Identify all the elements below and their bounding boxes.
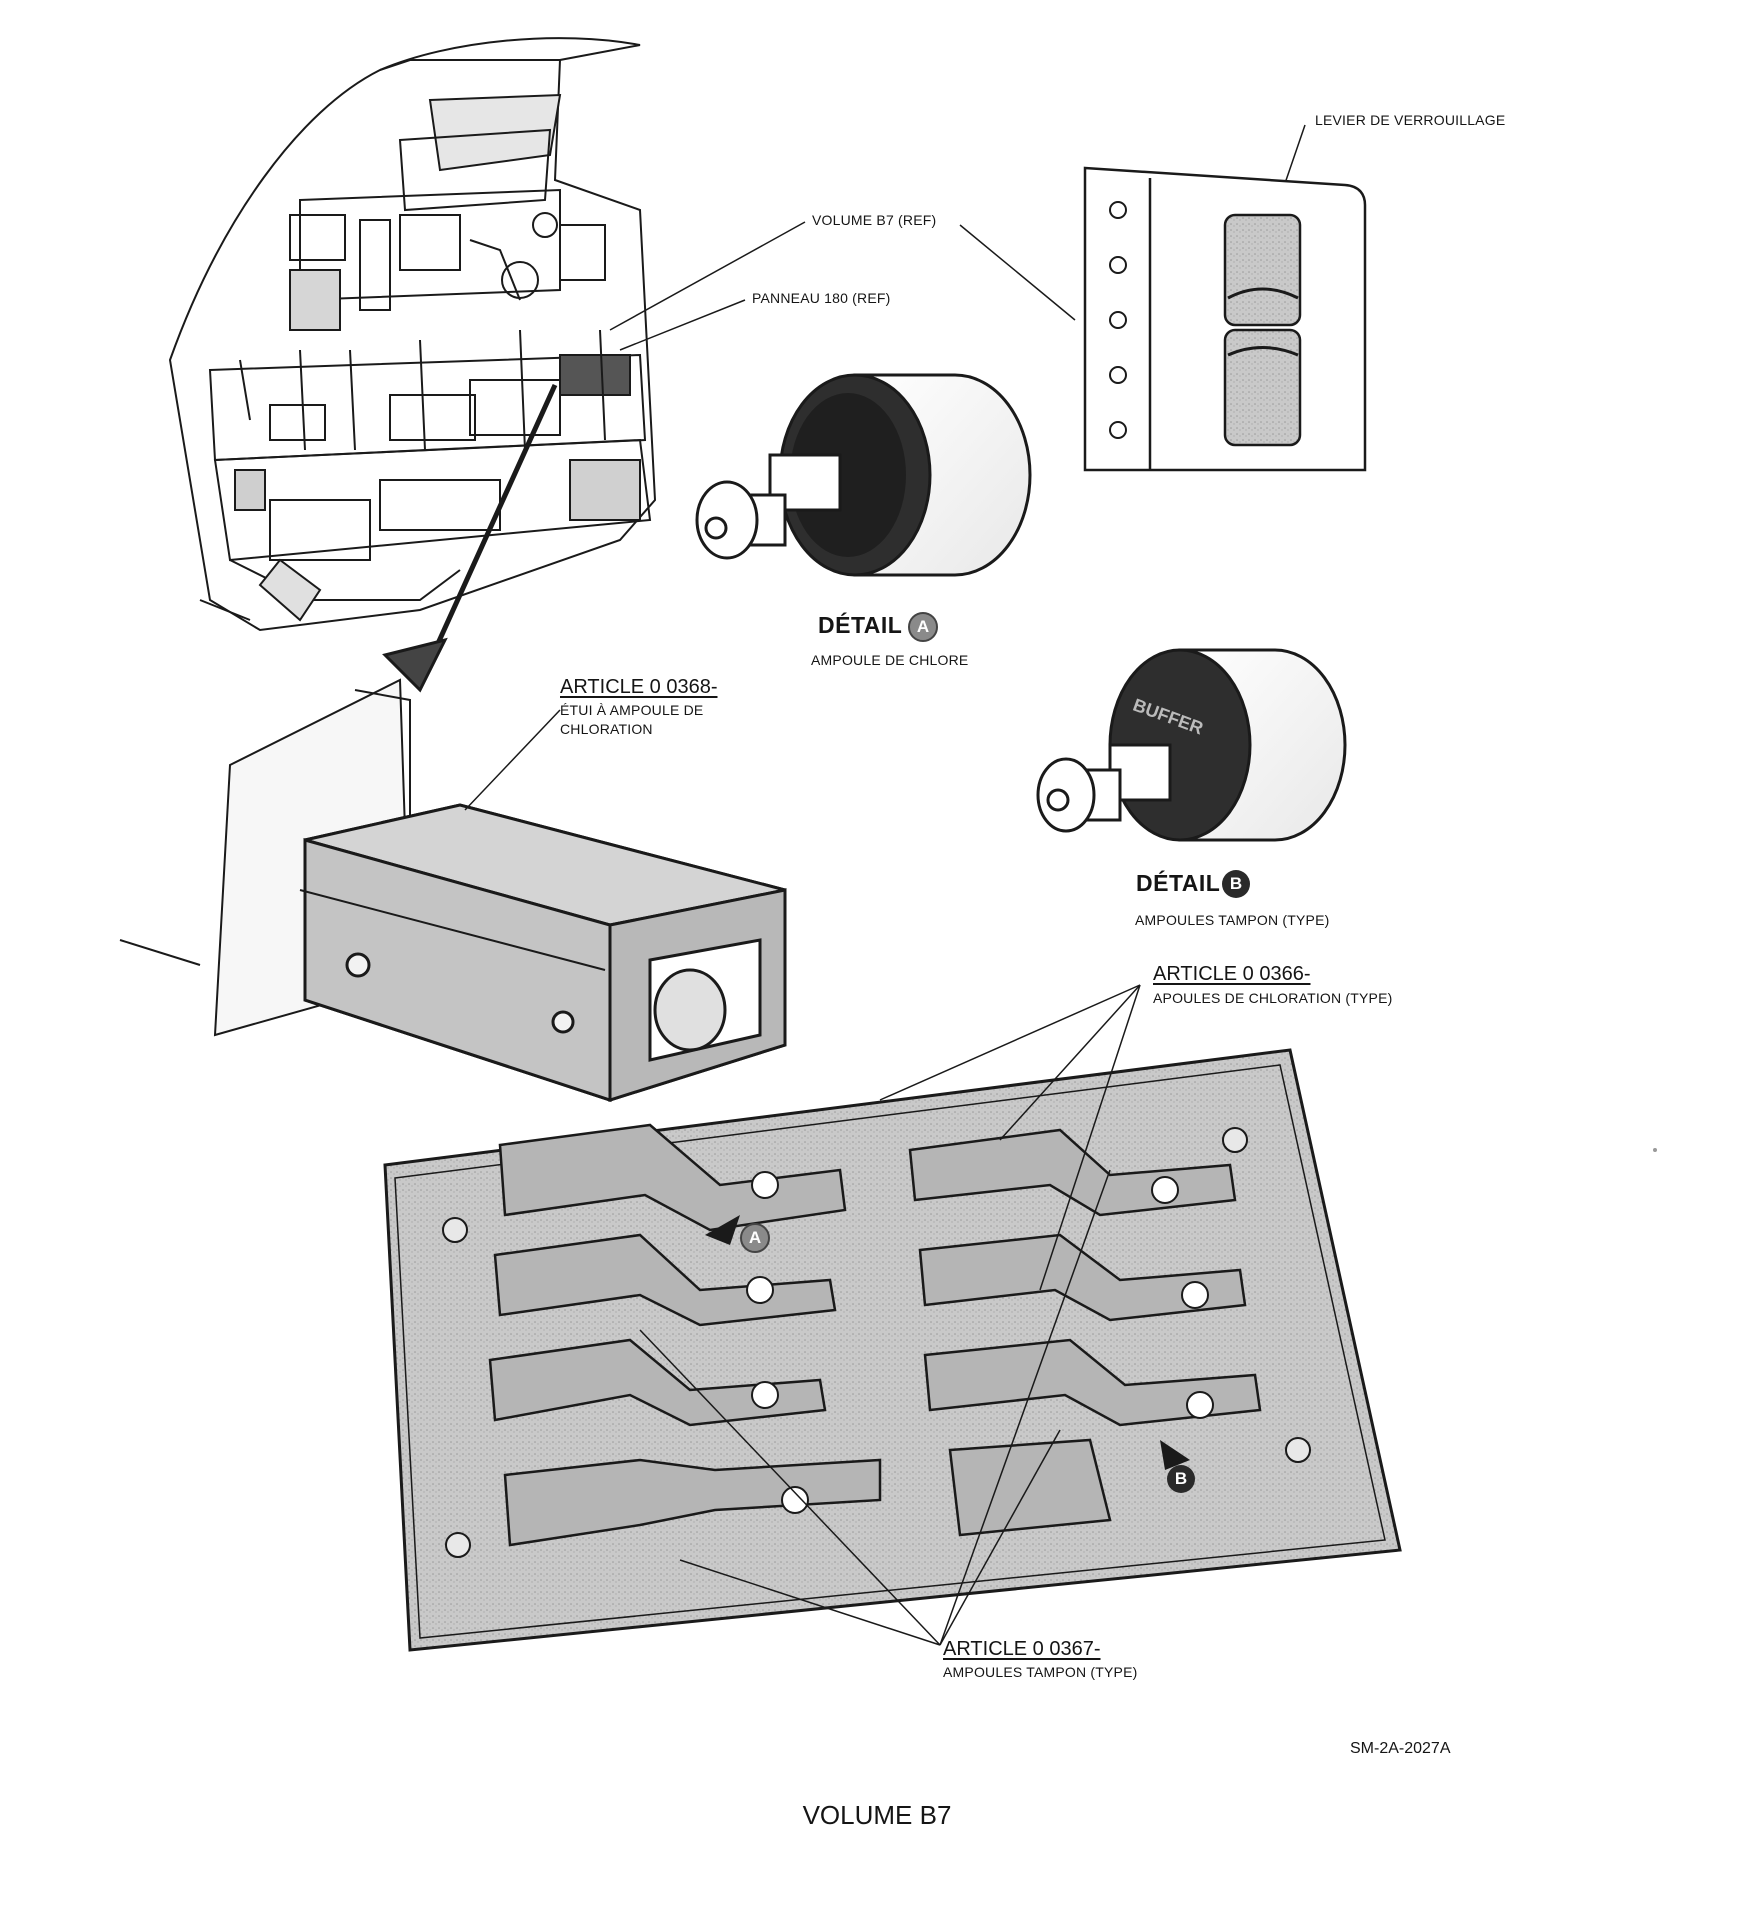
- pouch-leaders: [639, 984, 1141, 1646]
- cockpit-panel-drawing: [168, 37, 657, 632]
- label-levier: LEVIER DE VERROUILLAGE: [1315, 112, 1506, 128]
- ampoule-pouch: [383, 1048, 1402, 1652]
- callout-b-arrow: [1160, 1440, 1190, 1470]
- detail-a-caption: AMPOULE DE CHLORE: [811, 652, 969, 668]
- location-arrow: [382, 383, 558, 693]
- detail-a-cylinder: [695, 373, 1032, 577]
- detail-b-caption: AMPOULES TAMPON (TYPE): [1135, 912, 1330, 928]
- article-0368-case: [299, 803, 787, 1103]
- drawing-reference: SM-2A-2027A: [1350, 1740, 1451, 1757]
- callout-a-badge: A: [740, 1223, 770, 1253]
- detail-a-badge: A: [908, 612, 938, 642]
- article-0368-line2: CHLORATION: [560, 721, 653, 737]
- callout-b-badge: B: [1167, 1465, 1195, 1493]
- article-0367-number: ARTICLE 0 0367-: [943, 1638, 1101, 1660]
- callout-a-arrow: [705, 1215, 740, 1245]
- detail-a-title: DÉTAIL: [818, 612, 903, 638]
- detail-b-cylinder: BUFFER: [1036, 648, 1347, 842]
- detail-b-title: DÉTAIL: [1136, 870, 1221, 896]
- label-volume-ref: VOLUME B7 (REF): [812, 212, 937, 228]
- article-0368-number: ARTICLE 0 0368-: [560, 676, 718, 698]
- article-0367-desc: AMPOULES TAMPON (TYPE): [943, 1664, 1138, 1680]
- locking-panel-drawing: [1083, 166, 1367, 472]
- label-panneau-ref: PANNEAU 180 (REF): [752, 290, 891, 306]
- detail-b-badge: B: [1222, 870, 1250, 898]
- article-0368-leader: [464, 709, 561, 811]
- speck: [1653, 1148, 1657, 1152]
- article-0366-desc: APOULES DE CHLORATION (TYPE): [1153, 990, 1393, 1006]
- article-0368-line1: ÉTUI À AMPOULE DE: [560, 702, 704, 718]
- article-0366-number: ARTICLE 0 0366-: [1153, 963, 1311, 985]
- footer-title: VOLUME B7: [802, 1800, 952, 1830]
